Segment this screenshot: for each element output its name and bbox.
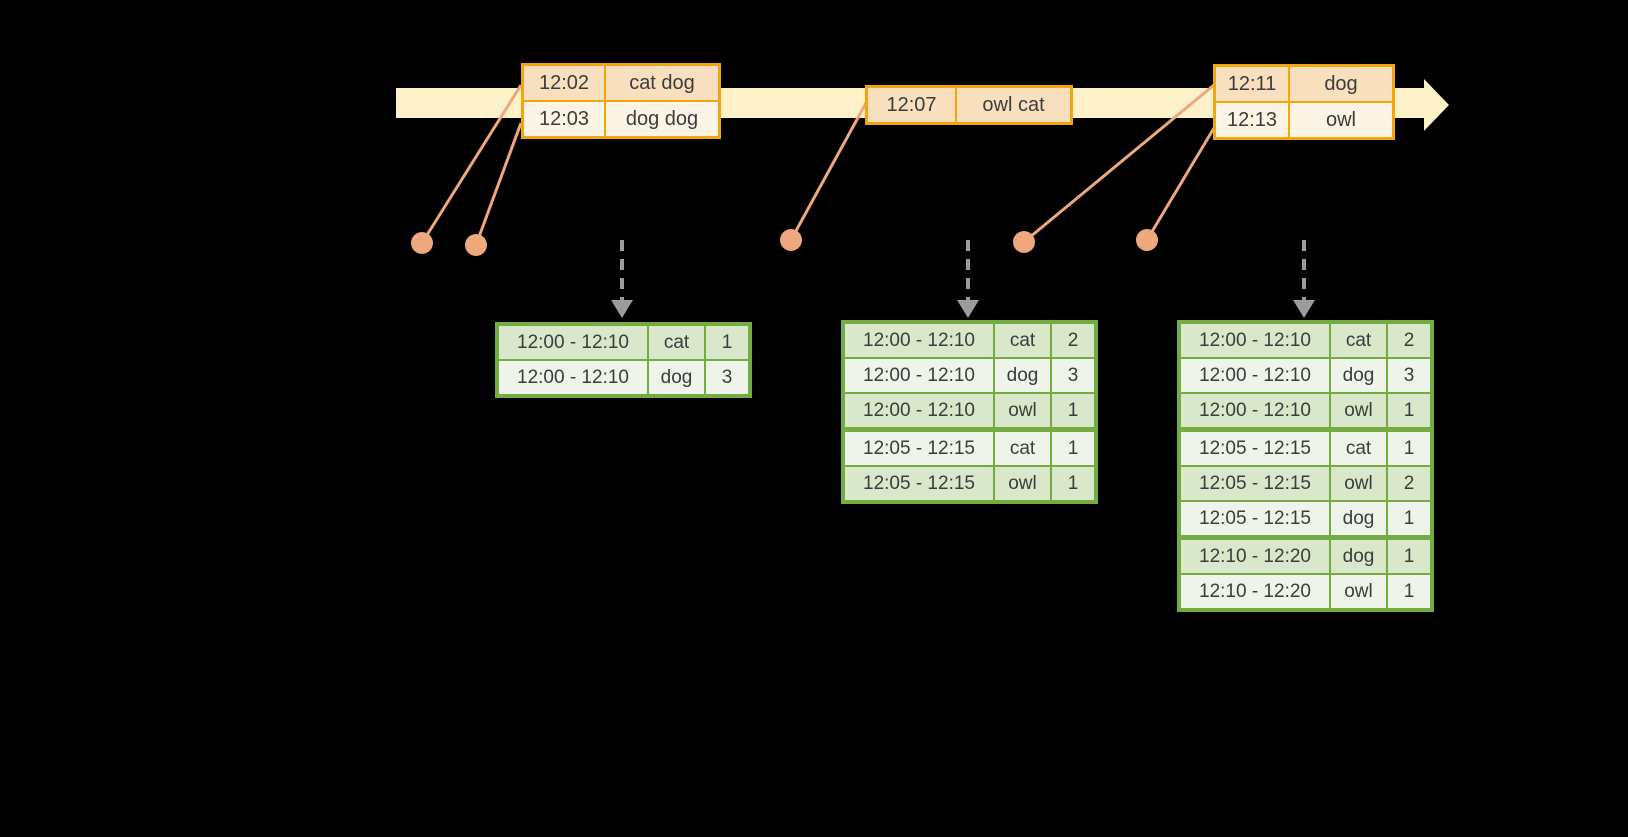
trigger-arrow: [1293, 240, 1315, 318]
table-cell: dog: [649, 361, 704, 394]
table-cell: 1: [1052, 394, 1094, 427]
table-cell: 2: [1388, 467, 1430, 500]
table-cell: 1: [1388, 502, 1430, 535]
table-cell: owl: [1331, 394, 1386, 427]
connector-line: [420, 84, 523, 244]
table-cell: 3: [1388, 359, 1430, 392]
table-cell: 12:13: [1216, 103, 1288, 137]
table-cell: 12:05 - 12:15: [1181, 432, 1329, 465]
connector-line: [1023, 83, 1215, 244]
table-cell: 12:05 - 12:15: [845, 432, 993, 465]
table-cell: cat: [995, 324, 1050, 357]
table-cell: cat: [1331, 432, 1386, 465]
table-cell: 12:00 - 12:10: [845, 324, 993, 357]
event-dot: [1013, 231, 1035, 253]
connector-line: [1145, 127, 1216, 241]
trigger-arrow: [957, 240, 979, 318]
connector-lines: [420, 83, 1216, 246]
table-cell: 12:05 - 12:15: [1181, 502, 1329, 535]
table-cell: dog: [1331, 502, 1386, 535]
table-cell: 3: [706, 361, 748, 394]
table-cell: owl: [995, 467, 1050, 500]
table-cell: 1: [706, 326, 748, 359]
event-dot: [465, 234, 487, 256]
table-cell: owl cat: [957, 88, 1070, 122]
table-cell: 12:03: [524, 102, 604, 136]
table-cell: cat dog: [606, 66, 718, 100]
table-cell: 12:00 - 12:10: [499, 326, 647, 359]
table-cell: 12:02: [524, 66, 604, 100]
table-cell: dog: [1331, 359, 1386, 392]
event-dot: [411, 232, 433, 254]
table-cell: 12:05 - 12:15: [1181, 467, 1329, 500]
connector-line: [474, 122, 523, 246]
table-cell: 12:10 - 12:20: [1181, 540, 1329, 573]
event-dot: [780, 229, 802, 251]
table-cell: 12:05 - 12:15: [845, 467, 993, 500]
table-cell: dog: [1331, 540, 1386, 573]
table-cell: 12:00 - 12:10: [1181, 324, 1329, 357]
trigger-arrow: [611, 240, 633, 318]
table-cell: 3: [1052, 359, 1094, 392]
table-cell: 12:00 - 12:10: [499, 361, 647, 394]
table-cell: 12:11: [1216, 67, 1288, 101]
table-cell: 1: [1388, 432, 1430, 465]
event-dot: [1136, 229, 1158, 251]
table-cell: 1: [1388, 394, 1430, 427]
table-cell: cat: [649, 326, 704, 359]
connector-line: [789, 102, 868, 241]
timeline-arrowhead-icon: [1424, 79, 1449, 131]
table-cell: owl: [995, 394, 1050, 427]
table-cell: dog: [1290, 67, 1392, 101]
table-cell: dog: [995, 359, 1050, 392]
table-cell: 1: [1388, 575, 1430, 608]
trigger-arrows: [611, 240, 1315, 318]
table-cell: 12:00 - 12:10: [845, 394, 993, 427]
table-cell: 12:00 - 12:10: [1181, 394, 1329, 427]
table-cell: 12:10 - 12:20: [1181, 575, 1329, 608]
table-cell: owl: [1290, 103, 1392, 137]
table-cell: 1: [1388, 540, 1430, 573]
table-cell: 12:07: [868, 88, 955, 122]
table-cell: cat: [995, 432, 1050, 465]
table-cell: dog dog: [606, 102, 718, 136]
event-dots: [411, 229, 1158, 256]
table-cell: cat: [1331, 324, 1386, 357]
table-cell: 2: [1388, 324, 1430, 357]
table-cell: 1: [1052, 467, 1094, 500]
table-cell: 12:00 - 12:10: [845, 359, 993, 392]
table-cell: 12:00 - 12:10: [1181, 359, 1329, 392]
table-cell: owl: [1331, 575, 1386, 608]
table-cell: owl: [1331, 467, 1386, 500]
table-cell: 2: [1052, 324, 1094, 357]
table-cell: 1: [1052, 432, 1094, 465]
